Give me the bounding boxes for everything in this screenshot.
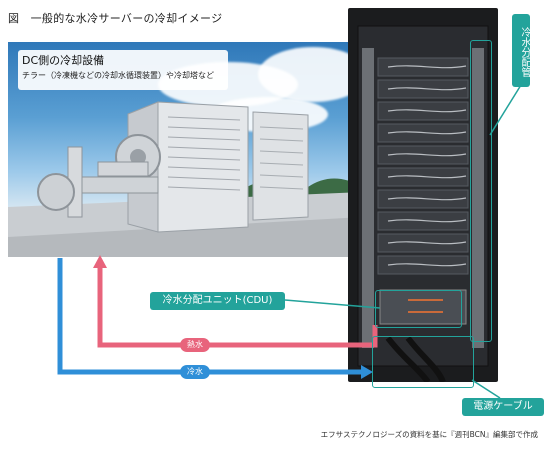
cable-highlight	[372, 336, 474, 388]
hot-water-label: 熱水	[180, 338, 210, 352]
chiller-illustration	[8, 101, 363, 257]
manifold-highlight	[470, 40, 492, 342]
source-note: エフサステクノロジーズの資料を基に『週刊BCN』編集部で作成	[320, 430, 538, 439]
photo-label-box	[18, 50, 228, 90]
rack-illustration	[357, 25, 489, 382]
cloud	[258, 47, 363, 102]
cdu-callout: 冷水分配ユニット(CDU)	[150, 292, 285, 310]
cable-callout: 電源ケーブル	[462, 398, 544, 416]
figure-title: 図 一般的な水冷サーバーの冷却イメージ	[8, 12, 223, 25]
photo-label-subtext: チラー（冷凍機などの冷却水循環装置）や冷却塔など	[22, 71, 214, 80]
cdu-highlight	[375, 290, 462, 328]
cold-water-label: 冷水	[180, 365, 210, 379]
manifold-callout: 冷水分配管	[512, 14, 530, 87]
photo-label-heading: DC側の冷却設備	[22, 54, 105, 67]
